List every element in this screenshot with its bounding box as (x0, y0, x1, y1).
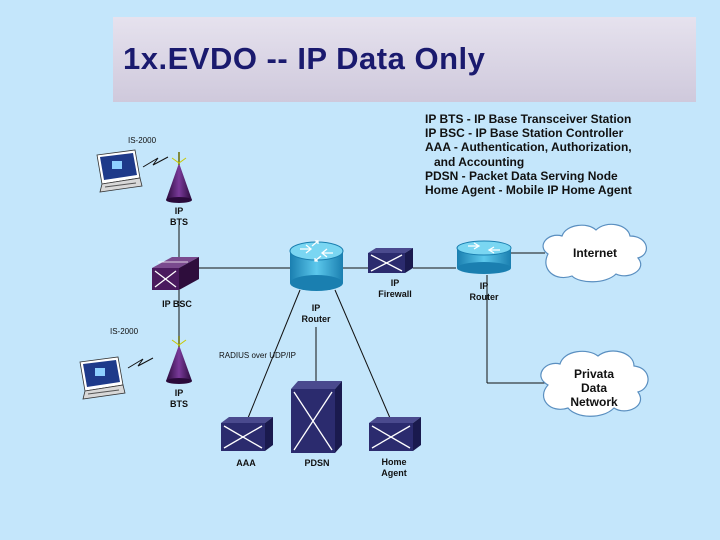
legend-item-ip-bsc: IP BSC - IP Base Station Controller (425, 126, 624, 141)
tower-icon (166, 152, 192, 203)
pdsn-label: PDSN (304, 458, 330, 468)
legend-item-home-agent: Home Agent - Mobile IP Home Agent (425, 183, 632, 198)
laptop-icon (79, 356, 126, 400)
legend-item-pdsn: PDSN - Packet Data Serving Node (425, 168, 618, 183)
link-router-homeagent (334, 289, 391, 419)
ip-bsc-label: IP BSC (162, 299, 192, 309)
server-icon (221, 417, 273, 451)
aaa-label: AAA (236, 458, 256, 468)
server-icon (291, 381, 342, 453)
ip-bts-bottom-label: IP BTS (170, 388, 188, 409)
router-icon (456, 240, 512, 274)
firewall-icon (368, 248, 413, 273)
signal-zigzag-top (142, 156, 169, 168)
bsc-switch-icon (152, 257, 199, 290)
laptop-icon (96, 149, 143, 193)
private-network-label: Privata Data Network (570, 367, 618, 409)
is2000-top-label: IS-2000 (128, 136, 157, 145)
signal-zigzag-bottom (127, 357, 154, 369)
legend-item-aaa-cont: and Accounting (434, 154, 525, 169)
cloud-icon (542, 223, 647, 283)
legend: IP BTS - IP Base Transceiver Station IP … (425, 112, 632, 197)
radius-label: RADIUS over UDP/IP (219, 351, 296, 360)
home-agent-label: Home Agent (381, 457, 407, 478)
ip-router-right-label: IP Router (469, 281, 499, 302)
legend-item-aaa: AAA - Authentication, Authorization, (425, 140, 632, 155)
link-router-aaa (247, 289, 301, 419)
legend-item-ip-bts: IP BTS - IP Base Transceiver Station (425, 112, 632, 126)
links (178, 225, 545, 419)
tower-icon (166, 336, 192, 384)
ip-router-center-label: IP Router (301, 303, 331, 324)
cloud-icon (540, 350, 649, 417)
page-title: 1x.EVDO -- IP Data Only (123, 41, 486, 76)
internet-label: Internet (572, 246, 617, 260)
ip-firewall-label: IP Firewall (378, 278, 412, 299)
ip-bts-top-label: IP BTS (170, 206, 188, 227)
is2000-bottom-label: IS-2000 (110, 327, 139, 336)
title-bar: 1x.EVDO -- IP Data Only (113, 17, 696, 102)
server-icon (369, 417, 421, 451)
router-icon (289, 240, 344, 291)
